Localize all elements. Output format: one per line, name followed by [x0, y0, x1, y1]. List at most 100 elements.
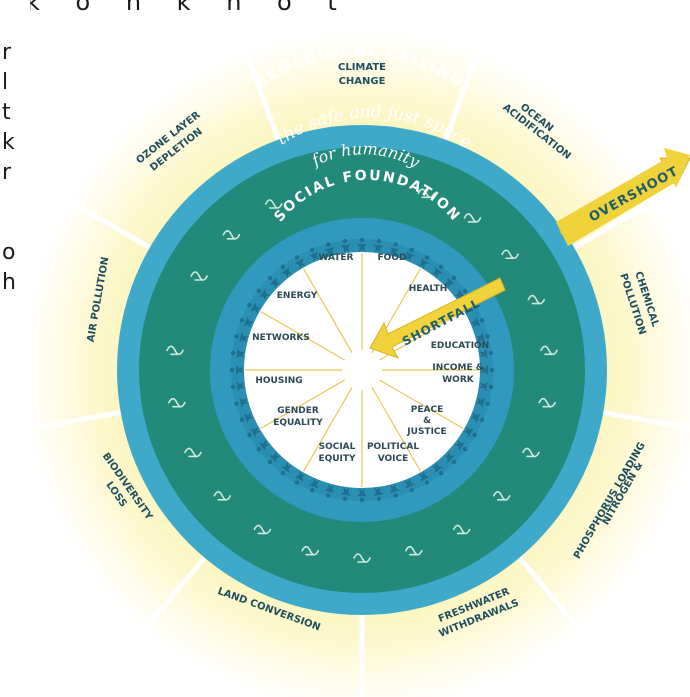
social-equity-label-1: SOCIAL: [319, 442, 356, 452]
person-figure: [324, 242, 335, 257]
person-figure: [294, 470, 306, 485]
person-figure: [373, 486, 384, 502]
doodle-icon: [264, 199, 283, 209]
cropped-top-text: k o n k n o t: [26, 0, 351, 16]
doodle-icon: [213, 491, 232, 501]
person-figure: [389, 242, 400, 257]
person-figure: [418, 470, 430, 485]
doodle-icon: [538, 397, 556, 408]
energy-label: ENERGY: [277, 291, 318, 301]
gender-equality-label-1: GENDER: [277, 406, 319, 416]
health-label: HEALTH: [409, 284, 448, 294]
segment-divider: [66, 197, 152, 250]
person-figure: [340, 238, 351, 254]
segment-divider: [517, 556, 583, 633]
person-figure: [256, 288, 271, 301]
climate-change-label-1: CLIMATE: [338, 62, 386, 73]
person-figure: [294, 255, 306, 270]
inner-spoke: [371, 387, 422, 472]
doodle-icon: [522, 447, 540, 458]
food-label: FOOD: [378, 253, 407, 263]
person-figure: [389, 483, 400, 498]
doodle-icon: [253, 524, 272, 535]
water-label: WATER: [318, 253, 353, 263]
person-figure: [230, 381, 246, 392]
left-letter: t: [2, 100, 11, 125]
gender-equality-label-2: EQUALITY: [273, 418, 323, 428]
foundation-labels: WATER FOOD HEALTH EDUCATION INCOME & WOR…: [252, 253, 489, 464]
person-figure: [462, 426, 477, 438]
person-figure: [469, 317, 485, 328]
doodle-icon: [166, 345, 184, 356]
person-figure: [280, 264, 293, 279]
doodle-icon: [527, 294, 546, 305]
person-figure: [247, 302, 262, 314]
person-figure: [404, 477, 415, 493]
segment-divider: [572, 197, 658, 250]
doodle-icon: [301, 545, 319, 556]
doodle-icon: [492, 491, 511, 501]
segment-dividers: [26, 49, 690, 697]
doodle-icon: [184, 447, 202, 458]
housing-label: HOUSING: [255, 376, 302, 386]
segment-divider: [141, 556, 207, 633]
left-letter: h: [2, 270, 16, 295]
inner-spoke: [302, 268, 353, 353]
person-figure: [478, 348, 494, 359]
inner-core: [244, 252, 480, 488]
inner-spoke: [260, 379, 345, 430]
person-figure: [443, 451, 457, 465]
person-figure: [453, 439, 468, 452]
person-figure: [431, 461, 444, 476]
segment-divider: [26, 410, 122, 432]
person-figure: [280, 461, 293, 476]
social-equity-label-2: EQUITY: [318, 454, 356, 464]
inner-spoke: [302, 387, 353, 472]
doodle-icon: [501, 249, 519, 260]
left-letter: r: [2, 40, 12, 65]
peace-justice-label-3: JUSTICE: [406, 427, 446, 437]
person-figure: [478, 381, 494, 392]
networks-label: NETWORKS: [252, 333, 310, 343]
left-letter: l: [2, 70, 9, 95]
person-figure: [309, 477, 320, 493]
person-figure: [475, 332, 490, 343]
person-figure: [234, 397, 249, 408]
income-work-label-1: INCOME &: [432, 363, 483, 373]
left-letter: k: [2, 130, 15, 155]
climate-change-label-2: CHANGE: [339, 76, 386, 87]
person-figure: [443, 275, 457, 289]
doodle-icon: [353, 553, 371, 563]
person-figure: [404, 247, 415, 263]
person-figure: [340, 486, 351, 502]
person-figure: [234, 332, 249, 343]
doodle-icon: [417, 188, 436, 199]
segment-divider: [243, 49, 281, 141]
inner-spoke: [260, 310, 345, 361]
left-letter: o: [2, 240, 16, 265]
person-figure: [475, 397, 490, 408]
person-figure: [453, 288, 468, 301]
doodle-icon: [540, 345, 558, 356]
peace-justice-label-2: &: [423, 416, 431, 426]
doodle-icon: [463, 213, 482, 223]
segment-divider: [443, 49, 481, 141]
person-figure: [267, 451, 281, 465]
person-figure: [373, 238, 384, 254]
doodle-icon: [452, 524, 471, 535]
inner-spoke: [379, 379, 464, 430]
person-figure: [324, 483, 335, 498]
left-letter: r: [2, 160, 12, 185]
person-figure: [357, 488, 367, 503]
person-figure: [480, 365, 495, 375]
political-voice-label-2: VOICE: [378, 454, 409, 464]
people-figures: [229, 237, 495, 503]
person-figure: [418, 255, 430, 270]
person-figure: [431, 264, 444, 279]
person-figure: [247, 426, 262, 438]
segment-divider: [602, 410, 690, 431]
person-figure: [229, 365, 244, 375]
person-figure: [239, 412, 255, 423]
person-figure: [267, 275, 281, 289]
